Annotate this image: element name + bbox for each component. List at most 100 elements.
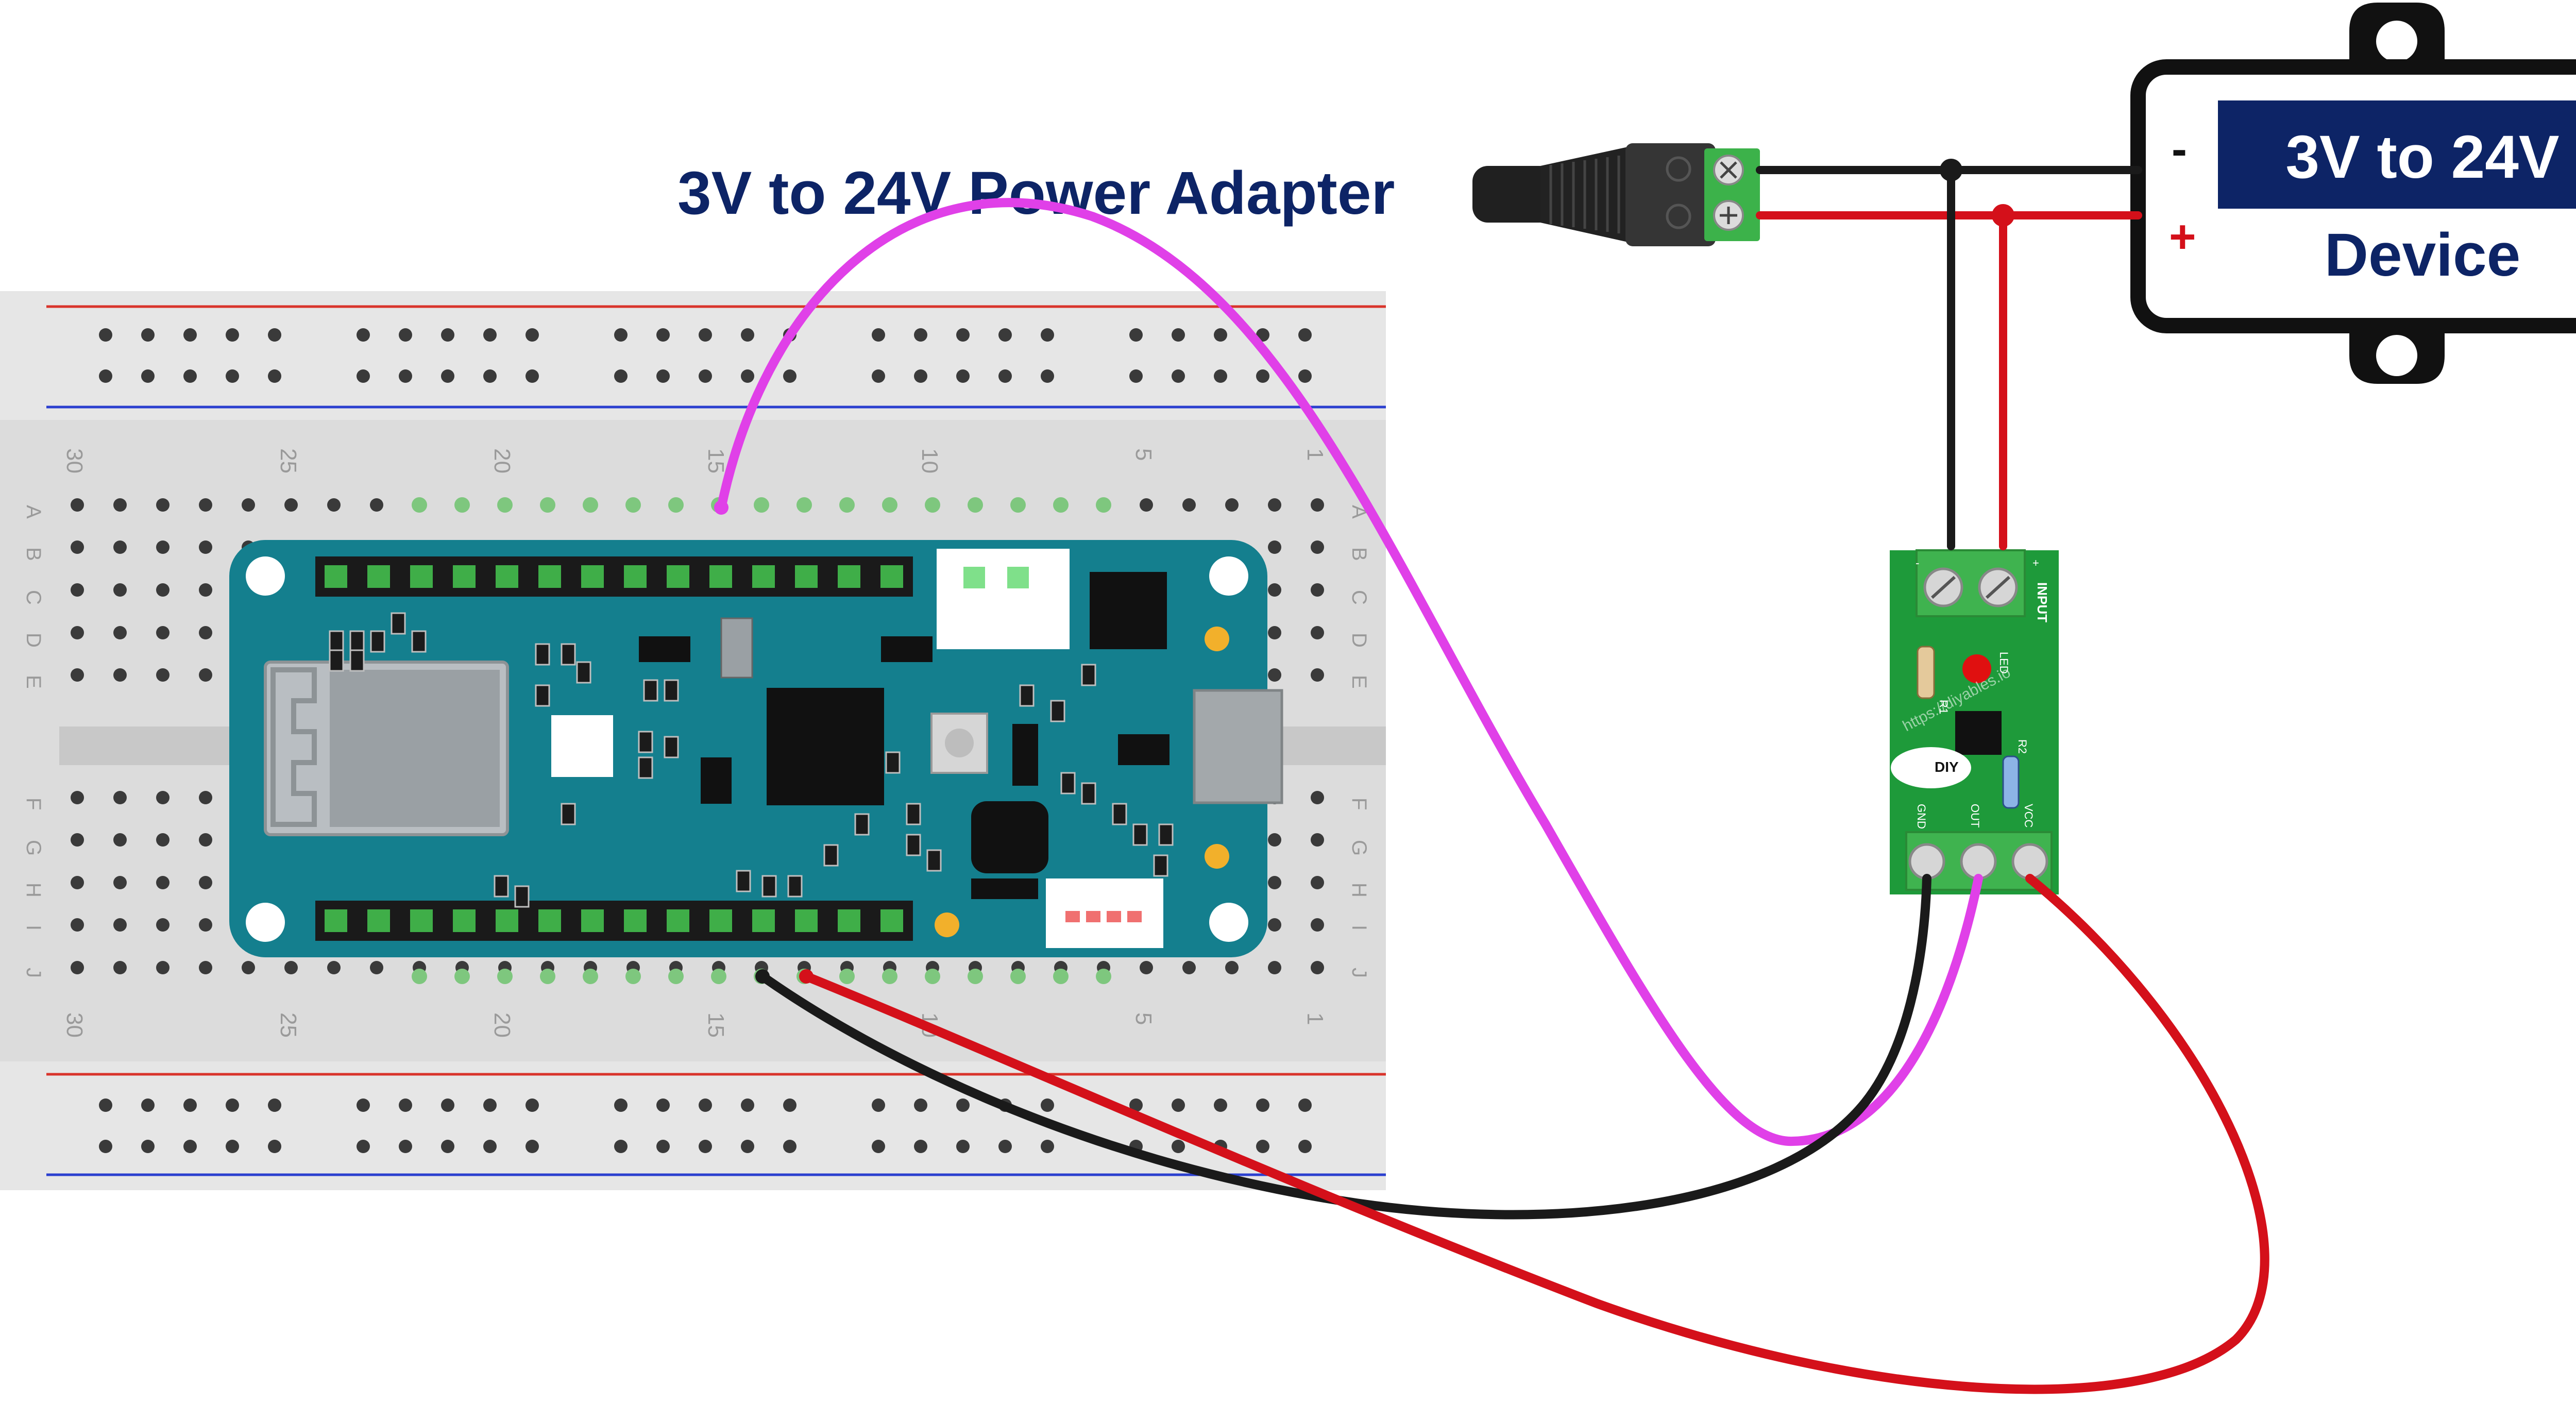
rail-hole — [998, 328, 1012, 342]
output-screw-gnd — [1908, 843, 1945, 880]
rail-hole — [699, 1140, 712, 1153]
breadboard-hole — [156, 583, 170, 597]
occupied-hole — [882, 497, 897, 513]
rail-hole — [872, 1140, 885, 1153]
breadboard-hole — [199, 540, 212, 554]
module-led — [1962, 654, 1991, 683]
header-pin — [538, 909, 561, 932]
smd-component — [1050, 700, 1065, 722]
rail-hole — [614, 1140, 628, 1153]
wifi-shield — [330, 670, 500, 827]
power-adapter-label: 3V to 24V Power Adapter — [677, 159, 1395, 227]
rail-hole — [399, 328, 412, 342]
breadboard-hole — [1225, 961, 1239, 974]
breadboard-hole — [199, 668, 212, 682]
rail-hole — [268, 1140, 281, 1153]
device-label-banner — [2218, 100, 2576, 209]
rail-hole — [526, 1140, 539, 1153]
white-connector-bottom — [1046, 878, 1163, 948]
occupied-hole — [1053, 497, 1069, 513]
smd-component — [761, 875, 777, 898]
breadboard-hole — [156, 918, 170, 932]
rail-hole — [699, 328, 712, 342]
row-letter-h-right: H — [1348, 883, 1370, 898]
rail-hole — [1298, 1140, 1312, 1153]
breadboard-hole — [71, 918, 84, 932]
rail-hole — [956, 1140, 970, 1153]
rail-hole — [441, 1098, 454, 1112]
dc-plug-ribs — [1549, 156, 1620, 233]
row-letter-g-right: G — [1348, 840, 1370, 856]
device-name-label: Device — [2325, 221, 2521, 289]
breadboard-hole — [1140, 961, 1153, 974]
header-pin — [538, 565, 561, 588]
module-input-plus: + — [2032, 556, 2039, 569]
rail-hole — [614, 369, 628, 383]
breadboard-hole — [199, 498, 212, 512]
smd-component — [736, 870, 751, 892]
breadboard-hole — [1268, 498, 1281, 512]
breadboard-hole — [156, 791, 170, 804]
col-num-25: 25 — [276, 448, 301, 474]
row-letter-h: H — [22, 883, 45, 898]
module-r1-label: R1 — [1937, 700, 1950, 714]
chip-small-5 — [1118, 734, 1170, 765]
col-num-15-bottom: 15 — [703, 1012, 728, 1038]
row-letters-left: A B C D E F G H I J — [22, 505, 45, 978]
row-letter-b: B — [22, 547, 45, 561]
smd-component — [561, 803, 576, 825]
rail-hole — [1041, 1140, 1054, 1153]
chip-small-4 — [881, 636, 933, 662]
wires — [714, 159, 2269, 1394]
rail-hole — [1214, 369, 1227, 383]
header-pin — [795, 909, 818, 932]
pin-label-out: OUT — [1969, 804, 1981, 827]
rail-hole — [1256, 369, 1269, 383]
occupied-hole — [882, 969, 897, 984]
breadboard-hole — [113, 918, 127, 932]
breadboard-hole — [199, 833, 212, 847]
smd-component — [494, 875, 509, 898]
header-pin — [838, 565, 860, 588]
breadboard-hole — [199, 583, 212, 597]
mount-hole-tr — [1209, 556, 1248, 596]
breadboard-hole — [156, 876, 170, 889]
reset-button-cap — [945, 729, 974, 757]
rail-hole — [1041, 369, 1054, 383]
smd-component — [391, 612, 406, 635]
occupied-hole — [540, 497, 555, 513]
board-small-parts — [329, 612, 1174, 908]
header-pin — [709, 565, 732, 588]
header-pin — [880, 909, 903, 932]
breadboard-hole — [113, 833, 127, 847]
smd-component — [411, 630, 427, 653]
breadboard-hole — [242, 961, 255, 974]
occupied-hole — [1096, 969, 1111, 984]
rail-hole — [741, 1140, 754, 1153]
rail-hole — [99, 1140, 112, 1153]
header-pin — [880, 565, 903, 588]
header-pin — [838, 909, 860, 932]
occupied-hole — [583, 497, 598, 513]
breadboard-hole — [71, 791, 84, 804]
rail-hole — [741, 1098, 754, 1112]
rail-hole — [99, 1098, 112, 1112]
occupied-hole — [454, 969, 470, 984]
device-hole-bottom — [2376, 335, 2417, 376]
rail-hole — [399, 369, 412, 383]
occupied-hole — [497, 497, 513, 513]
chip-small-1 — [1012, 724, 1038, 786]
header-pin — [367, 909, 390, 932]
white-component — [551, 715, 613, 777]
rail-hole — [1256, 1140, 1269, 1153]
green-highlight-holes — [412, 497, 1111, 984]
switch-module: - + INPUT R1 LED R2 DIY https://diyables… — [1890, 549, 2059, 894]
breadboard-hole — [1268, 961, 1281, 974]
rail-hole — [357, 328, 370, 342]
breadboard-hole — [71, 540, 84, 554]
smd-component — [1158, 823, 1174, 846]
rail-hole — [1129, 369, 1143, 383]
rail-hole — [1214, 1098, 1227, 1112]
led-pin-1 — [1065, 911, 1080, 922]
